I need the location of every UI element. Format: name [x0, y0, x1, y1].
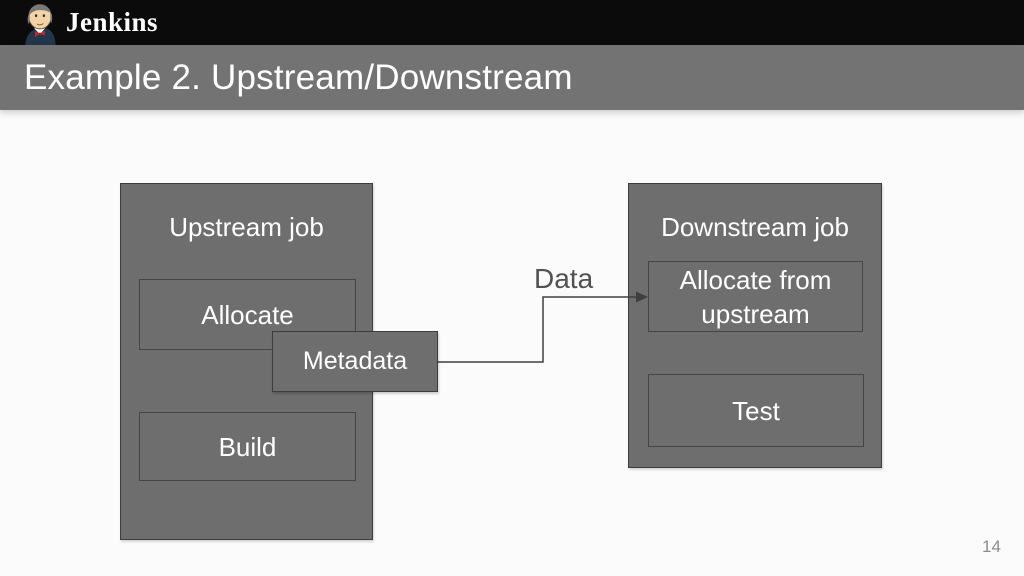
- downstream-job-title: Downstream job: [661, 212, 849, 242]
- metadata-box: Metadata: [272, 331, 438, 392]
- brand-name: Jenkins: [66, 7, 159, 37]
- upstream-step-build: Build: [139, 412, 356, 481]
- jenkins-logo-icon: [25, 4, 56, 45]
- slide-title: Example 2. Upstream/Downstream: [24, 57, 573, 97]
- page-number: 14: [982, 537, 1001, 556]
- arrow-line: [438, 296, 637, 363]
- top-brand-bar: Jenkins: [0, 0, 1024, 45]
- slide-title-bar: Example 2. Upstream/Downstream: [0, 45, 1024, 110]
- arrow-label: Data: [534, 263, 594, 294]
- downstream-job-box: Downstream job Allocate from upstream Te…: [628, 183, 882, 468]
- downstream-step-test: Test: [648, 374, 864, 447]
- upstream-job-title: Upstream job: [169, 212, 324, 242]
- downstream-step-allocate-from-upstream: Allocate from upstream: [648, 261, 863, 332]
